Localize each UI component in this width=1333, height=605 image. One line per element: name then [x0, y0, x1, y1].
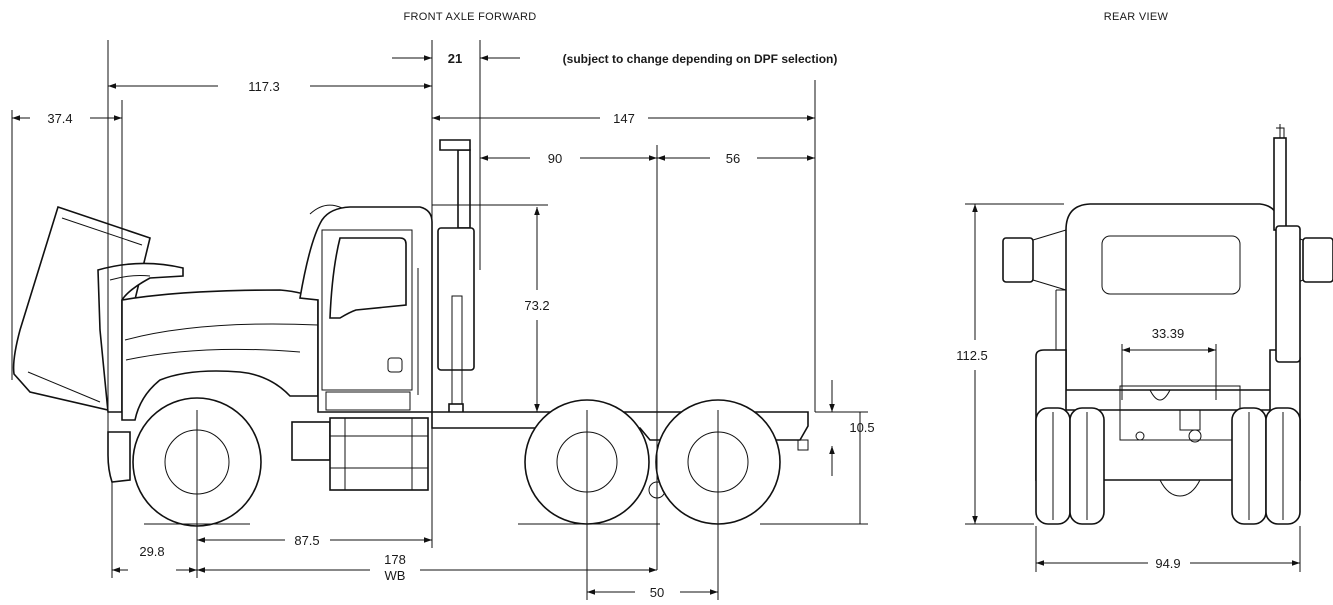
dim-hood-tilt-label: 37.4: [47, 111, 72, 126]
rear-view-title: REAR VIEW: [1104, 11, 1169, 23]
dim-overall-width-label: 94.9: [1155, 556, 1180, 571]
dim-overall-width: 94.9: [1036, 556, 1300, 571]
dim-bumper-to-cab: 117.3: [108, 79, 432, 94]
dim-front-overhang: 29.8: [112, 544, 197, 573]
dim-cab-height: 73.2: [524, 207, 550, 412]
dim-overall-height-label: 112.5: [956, 348, 988, 363]
dim-hood-tilt: 37.4: [12, 111, 122, 126]
dim-wheelbase: 178 WB: [197, 552, 657, 583]
dim-frame-width: 33.39: [1122, 326, 1216, 353]
dim-frame-height-label: 10.5: [849, 420, 874, 435]
side-extension-lines: [11, 40, 868, 600]
dim-back-of-cab-to-end: 147: [432, 111, 815, 126]
dim-cab-to-axle: 90: [480, 151, 657, 166]
dim-wheelbase-suffix: WB: [385, 568, 406, 583]
dim-dpf-offset-label: 21: [448, 51, 462, 66]
dim-back-of-cab-to-end-label: 147: [613, 111, 635, 126]
side-view-truck: [12, 139, 809, 527]
dim-frame-height: 10.5: [829, 380, 875, 524]
rear-extension-lines: [965, 203, 1301, 572]
dim-bumper-to-cab-label: 117.3: [248, 79, 280, 94]
dim-wheelbase-label: 178: [384, 552, 406, 567]
dim-cab-height-label: 73.2: [524, 298, 549, 313]
dpf-note: (subject to change depending on DPF sele…: [563, 52, 838, 66]
dim-axle-to-end: 56: [657, 151, 815, 166]
dim-front-overhang-label: 29.8: [139, 544, 164, 559]
side-view-title: FRONT AXLE FORWARD: [404, 11, 537, 23]
rear-view-truck: [1002, 124, 1333, 525]
dim-overall-height: 112.5: [956, 204, 988, 524]
dim-dpf-offset: 21 (subject to change depending on DPF s…: [392, 51, 837, 66]
dim-tandem-spacing-label: 50: [650, 585, 664, 600]
dim-axle-to-end-label: 56: [726, 151, 740, 166]
dim-tandem-spacing: 50: [587, 585, 718, 600]
dim-axle-to-back-of-cab-label: 87.5: [294, 533, 319, 548]
dim-cab-to-axle-label: 90: [548, 151, 562, 166]
dim-axle-to-back-of-cab: 87.5: [197, 533, 432, 548]
dim-frame-width-label: 33.39: [1152, 326, 1185, 341]
